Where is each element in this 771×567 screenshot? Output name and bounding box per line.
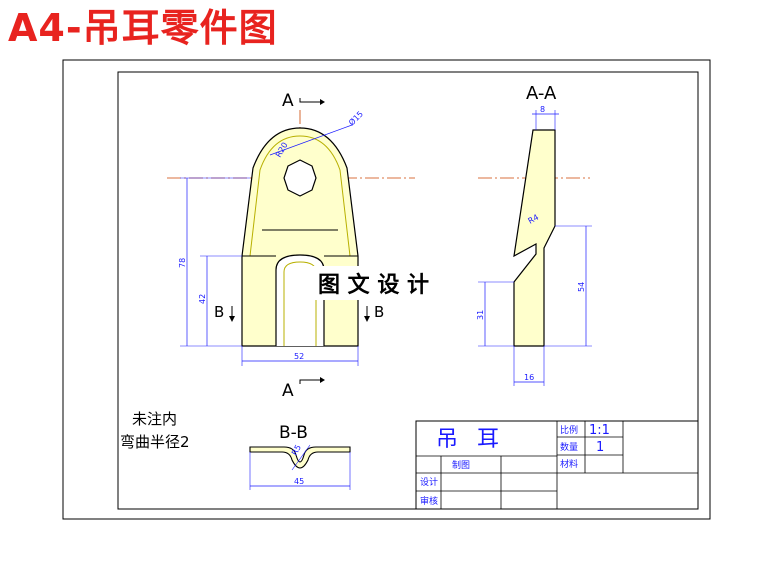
watermark-bg xyxy=(312,266,460,300)
title-block: 吊 耳 比例 1:1 数量 1 材料 制图 设计 审核 xyxy=(415,420,699,510)
lower-height-label: 42 xyxy=(198,294,207,304)
overall-height-label: 78 xyxy=(178,258,187,268)
side-lower-height-label: 31 xyxy=(476,310,485,320)
section-a-marker-bottom: A xyxy=(282,381,294,401)
qty-label: 数量 xyxy=(560,441,578,453)
section-a-arrow-top xyxy=(299,98,320,103)
scale-label: 比例 xyxy=(560,424,578,436)
arrowhead xyxy=(229,316,235,322)
bb-width-label: 45 xyxy=(294,477,304,486)
section-a-arrow-bottom xyxy=(299,379,320,384)
note-line-2: 弯曲半径2 xyxy=(120,433,190,451)
bottom-width-label: 52 xyxy=(294,352,304,361)
qty-value: 1 xyxy=(596,440,604,455)
scale-value: 1:1 xyxy=(589,423,610,438)
arrowhead xyxy=(320,99,325,105)
review-label: 审核 xyxy=(420,495,438,507)
drawn-label: 制图 xyxy=(452,459,470,471)
design-label: 设计 xyxy=(420,476,438,488)
side-profile xyxy=(513,129,556,347)
side-view-a-a: A-A 8 R4 54 31 16 xyxy=(476,83,592,386)
section-b-marker-right: B xyxy=(374,303,384,321)
hole xyxy=(283,159,317,197)
arrowhead xyxy=(320,377,325,383)
material-label: 材料 xyxy=(560,458,578,470)
inner-frame xyxy=(117,71,699,510)
part-name: 吊 耳 xyxy=(436,427,505,452)
front-view: Ø15 R20 78 42 52 A A B B xyxy=(167,91,415,401)
watermark-text: 图 文 设 计 xyxy=(318,272,429,298)
bb-profile xyxy=(249,446,351,469)
thickness-label: 8 xyxy=(540,105,545,114)
section-a-marker-top: A xyxy=(282,91,294,111)
lug-inner-edge xyxy=(249,135,351,257)
section-a-a-title: A-A xyxy=(526,83,557,104)
side-width-label: 16 xyxy=(524,373,534,382)
section-b-b: B-B 45 R5 xyxy=(249,423,351,490)
bb-radius-leader xyxy=(291,444,311,471)
diameter-leader xyxy=(269,124,353,156)
page-title: A4-吊耳零件图 xyxy=(8,6,278,50)
arrowhead xyxy=(364,316,370,322)
side-height-label: 54 xyxy=(577,282,586,292)
section-b-b-title: B-B xyxy=(279,423,308,443)
section-b-marker-left: B xyxy=(214,303,224,321)
note-line-1: 未注内 xyxy=(132,410,177,428)
hole-diameter-label: Ø15 xyxy=(346,109,365,128)
outer-frame xyxy=(62,59,711,520)
